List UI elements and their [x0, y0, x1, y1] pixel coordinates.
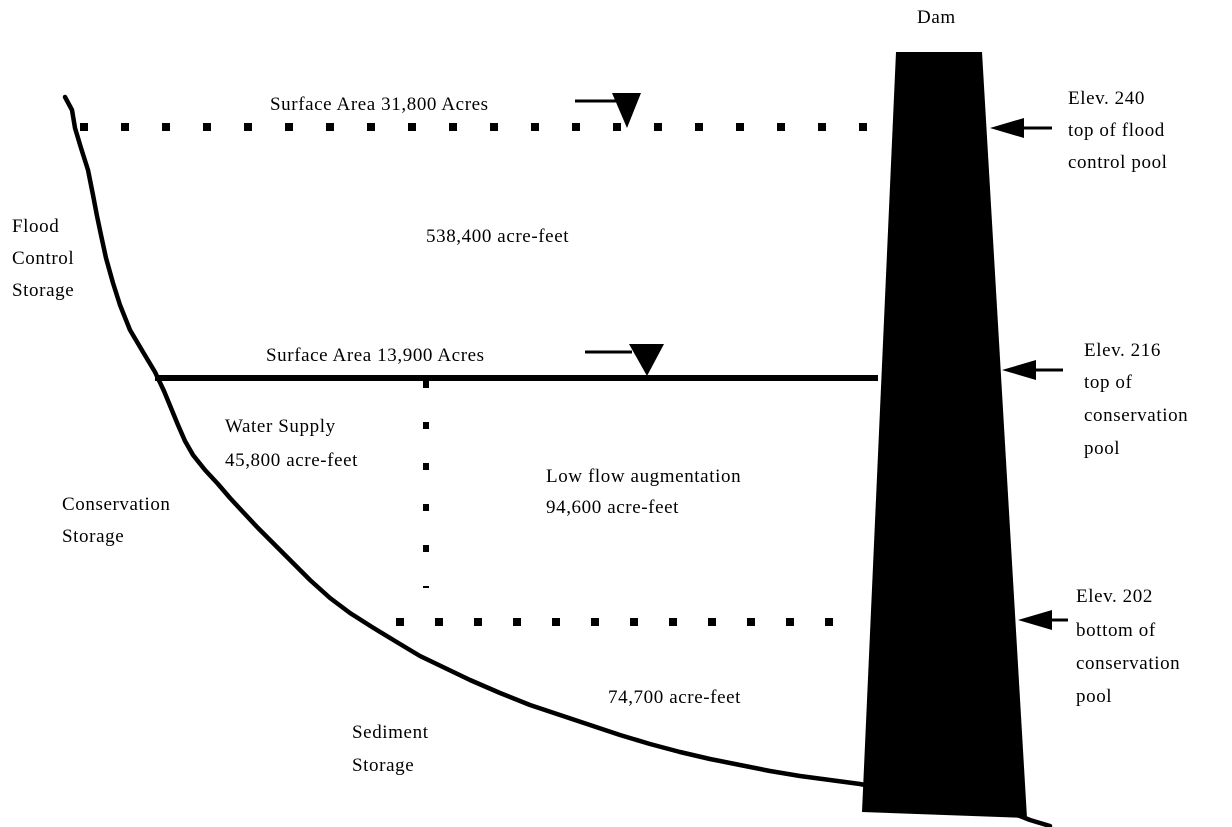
- flood-storage-label-line3: Storage: [12, 280, 75, 301]
- conservation-storage-label-line2: Storage: [62, 526, 125, 547]
- elev-240-label-line1: Elev. 240: [1068, 88, 1145, 109]
- dam-label: Dam: [917, 7, 956, 28]
- flood-storage-label-line2: Control: [12, 248, 75, 269]
- reservoir-bank: [62, 94, 1053, 827]
- flood-storage-label-line1: Flood: [12, 216, 60, 237]
- lower-surface-marker-icon: [629, 344, 664, 376]
- dam-body: [862, 52, 1027, 818]
- elev-216-label-line4: pool: [1084, 438, 1121, 459]
- elev-240-label-line3: control pool: [1068, 152, 1168, 173]
- elev-202-label-line4: pool: [1076, 686, 1113, 707]
- elev-202-arrow-icon: [1018, 610, 1052, 630]
- water-supply-label: Water Supply: [225, 416, 336, 437]
- low-flow-volume-label: 94,600 acre-feet: [546, 497, 680, 518]
- elev-216-label-line3: conservation: [1084, 405, 1189, 426]
- elev-240-arrow-icon: [990, 118, 1024, 138]
- flood-volume-label: 538,400 acre-feet: [426, 226, 570, 247]
- elev-216-label-line1: Elev. 216: [1084, 340, 1161, 361]
- elev-202-label-line3: conservation: [1076, 653, 1181, 674]
- elev-216-label-line2: top of: [1084, 372, 1133, 393]
- elev-202-label-line2: bottom of: [1076, 620, 1156, 641]
- sediment-volume-label: 74,700 acre-feet: [608, 687, 742, 708]
- elev-202-label-line1: Elev. 202: [1076, 586, 1153, 607]
- elev-216-arrow-icon: [1002, 360, 1036, 380]
- elev-240-label-line2: top of flood: [1068, 120, 1165, 141]
- low-flow-label: Low flow augmentation: [546, 466, 742, 487]
- upper-surface-marker-icon: [612, 93, 641, 128]
- water-supply-volume-label: 45,800 acre-feet: [225, 450, 359, 471]
- conservation-storage-label-line1: Conservation: [62, 494, 171, 515]
- sediment-storage-label-line2: Storage: [352, 755, 415, 776]
- surface-area-lower-label: Surface Area 13,900 Acres: [266, 345, 485, 366]
- sediment-storage-label-line1: Sediment: [352, 722, 429, 743]
- surface-area-upper-label: Surface Area 31,800 Acres: [270, 94, 489, 115]
